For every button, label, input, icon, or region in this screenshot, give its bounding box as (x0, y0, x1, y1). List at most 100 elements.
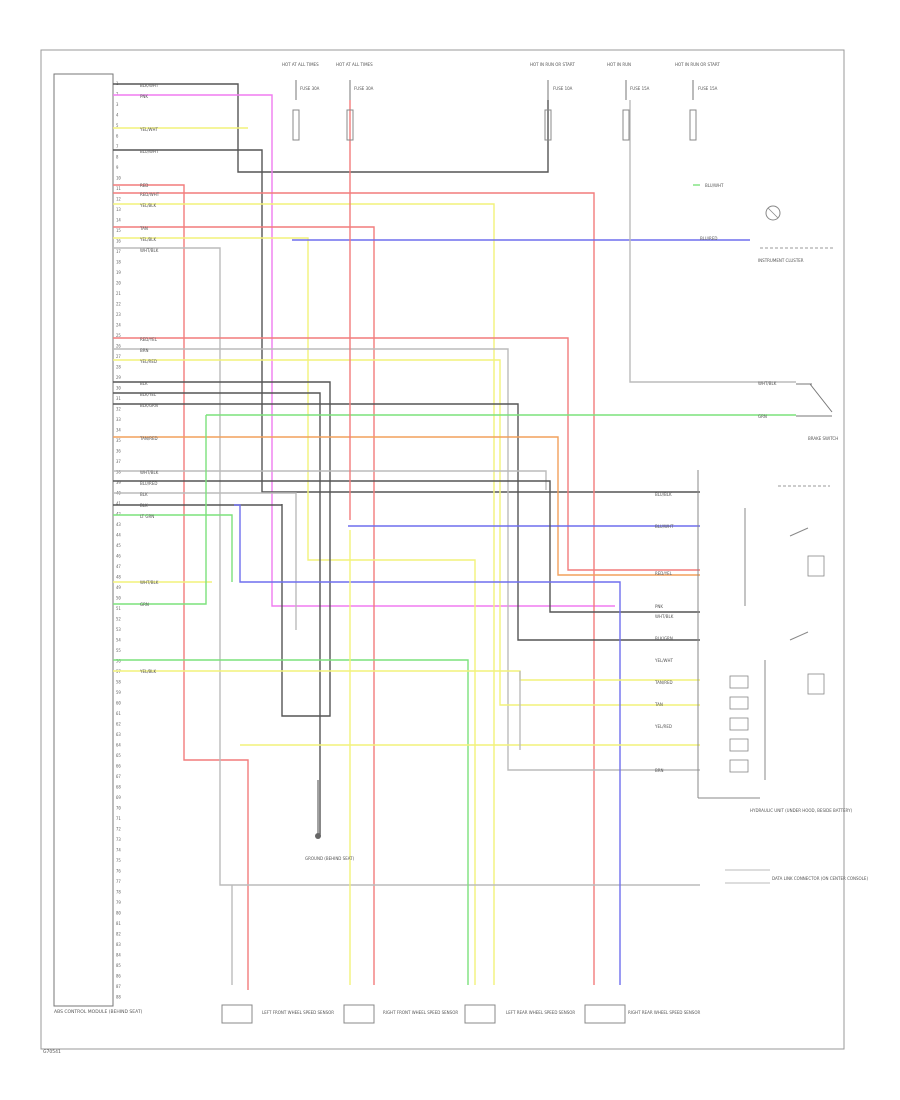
abs-pin-number: 11 (116, 186, 121, 191)
wire-label: RED/WHT (140, 192, 160, 197)
wire-label: GRN (140, 602, 149, 607)
abs-pin-number: 50 (116, 596, 121, 601)
data-link-connector: DATA LINK CONNECTOR (ON CENTER CONSOLE) (725, 869, 868, 884)
wire-label: BLK/GRN (140, 403, 158, 408)
fuse-2-rating: FUSE 30A (354, 86, 374, 91)
wire-gray (113, 247, 700, 886)
abs-pin-number: 88 (116, 995, 121, 1000)
sensor-rr-label: RIGHT REAR WHEEL SPEED SENSOR (628, 1010, 700, 1015)
fuse-4: HOT IN RUN FUSE 15A (607, 62, 650, 141)
brake-switch-label: BRAKE SWITCH (808, 436, 838, 441)
abs-pin-number: 34 (116, 428, 121, 433)
wire-black (113, 381, 331, 717)
abs-pin-number: 12 (116, 197, 121, 202)
abs-pin-number: 59 (116, 690, 121, 695)
data-link-label: DATA LINK CONNECTOR (ON CENTER CONSOLE) (772, 876, 868, 881)
wire-label: RED/YEL (655, 571, 673, 576)
wire-green (113, 514, 233, 582)
wire-label: BLU/WHT (655, 524, 674, 529)
wire-label: RED/YEL (140, 337, 158, 342)
abs-pin-number: 36 (116, 449, 121, 454)
abs-pin-number: 51 (116, 606, 121, 611)
abs-pin-number: 33 (116, 417, 121, 422)
abs-pin-number: 62 (116, 722, 121, 727)
wire-red (113, 337, 700, 571)
wire-gray (629, 100, 796, 383)
abs-pin-number: 24 (116, 323, 121, 328)
abs-pin-number: 37 (116, 459, 121, 464)
instrument-cluster-label: INSTRUMENT CLUSTER (758, 258, 804, 263)
abs-pin-number: 52 (116, 617, 121, 622)
wire-black (113, 392, 321, 836)
abs-pin-number: 73 (116, 837, 121, 842)
abs-pin-number: 23 (116, 312, 121, 317)
abs-pin-number: 46 (116, 554, 121, 559)
abs-pin-number: 65 (116, 753, 121, 758)
abs-pin-number: 16 (116, 239, 121, 244)
wire-gray (113, 348, 700, 771)
hydraulic-unit-label: HYDRAULIC UNIT (UNDER HOOD, BESIDE BATTE… (750, 808, 853, 813)
abs-pin-number: 72 (116, 827, 121, 832)
abs-pin-number: 77 (116, 879, 121, 884)
fuse-3: HOT IN RUN OR START FUSE 10A (530, 62, 575, 141)
wire-label: BRN (140, 348, 149, 353)
abs-pin-number: 75 (116, 858, 121, 863)
wire-label: RED (140, 183, 148, 188)
abs-pin-number: 61 (116, 711, 121, 716)
wire-label: BLU/RED (140, 481, 157, 486)
wire-blue (234, 504, 621, 985)
abs-pin-number: 41 (116, 501, 121, 506)
abs-pin-number: 32 (116, 407, 121, 412)
abs-module-box (53, 73, 114, 1007)
fuse-2-label: HOT AT ALL TIMES (336, 62, 373, 67)
wire-red (113, 226, 375, 985)
wire-label: WHT/BLK (758, 381, 777, 386)
abs-pin-number: 80 (116, 911, 121, 916)
wire-label: TAN/RED (139, 436, 158, 441)
brake-switch: BRAKE SWITCH (796, 383, 838, 441)
abs-pin-number: 35 (116, 438, 121, 443)
fuse-1-label: HOT AT ALL TIMES (282, 62, 319, 67)
abs-pin-number: 3 (116, 102, 119, 107)
abs-pin-number: 68 (116, 785, 121, 790)
sensor-left-rear: LEFT REAR WHEEL SPEED SENSOR (464, 1004, 575, 1024)
wire-black (113, 403, 700, 641)
wire-red (113, 192, 595, 985)
abs-pin-number: 43 (116, 522, 121, 527)
abs-pin-number: 58 (116, 680, 121, 685)
wire-label: WHT/BLK (140, 248, 159, 253)
abs-pin-number: 76 (116, 869, 121, 874)
abs-pin-number: 71 (116, 816, 121, 821)
abs-pin-number: 26 (116, 344, 121, 349)
wire-yellow (113, 670, 700, 681)
abs-pin-number: 42 (116, 512, 121, 517)
abs-pin-number: 67 (116, 774, 121, 779)
fuse-3-label: HOT IN RUN OR START (530, 62, 575, 67)
wire-black (113, 83, 549, 173)
sensor-right-rear: RIGHT REAR WHEEL SPEED SENSOR (584, 1004, 700, 1024)
wire-labels-left: BLK/WHT PNK YEL/WHT BLU/WHT RED RED/WHT … (139, 83, 160, 674)
abs-pin-number: 29 (116, 375, 121, 380)
wire-orange (113, 436, 700, 576)
abs-pin-number: 44 (116, 533, 121, 538)
wire-black (113, 480, 700, 613)
abs-pin-number: 38 (116, 470, 121, 475)
wire-gray (113, 470, 547, 490)
sensor-lr-label: LEFT REAR WHEEL SPEED SENSOR (506, 1010, 575, 1015)
wire-label: BLK (140, 503, 148, 508)
wire-label: YEL/WHT (654, 658, 674, 663)
abs-pin-number: 14 (116, 218, 121, 223)
abs-pin-number: 47 (116, 564, 121, 569)
abs-pin-number: 74 (116, 848, 121, 853)
abs-pin-number: 53 (116, 627, 121, 632)
wire-label: WHT/BLK (140, 580, 159, 585)
sensor-lf-label: LEFT FRONT WHEEL SPEED SENSOR (262, 1010, 334, 1015)
abs-pin-number: 39 (116, 480, 121, 485)
wire-label: TAN/RED (654, 680, 673, 685)
ground: GROUND (BEHIND SEAT) (305, 780, 355, 861)
wire-label: YEL/RED (654, 724, 672, 729)
abs-pin-number: 86 (116, 974, 121, 979)
fuse-2: HOT AT ALL TIMES FUSE 30A (336, 62, 374, 141)
abs-pin-number: 82 (116, 932, 121, 937)
diagram-frame (40, 49, 845, 1050)
